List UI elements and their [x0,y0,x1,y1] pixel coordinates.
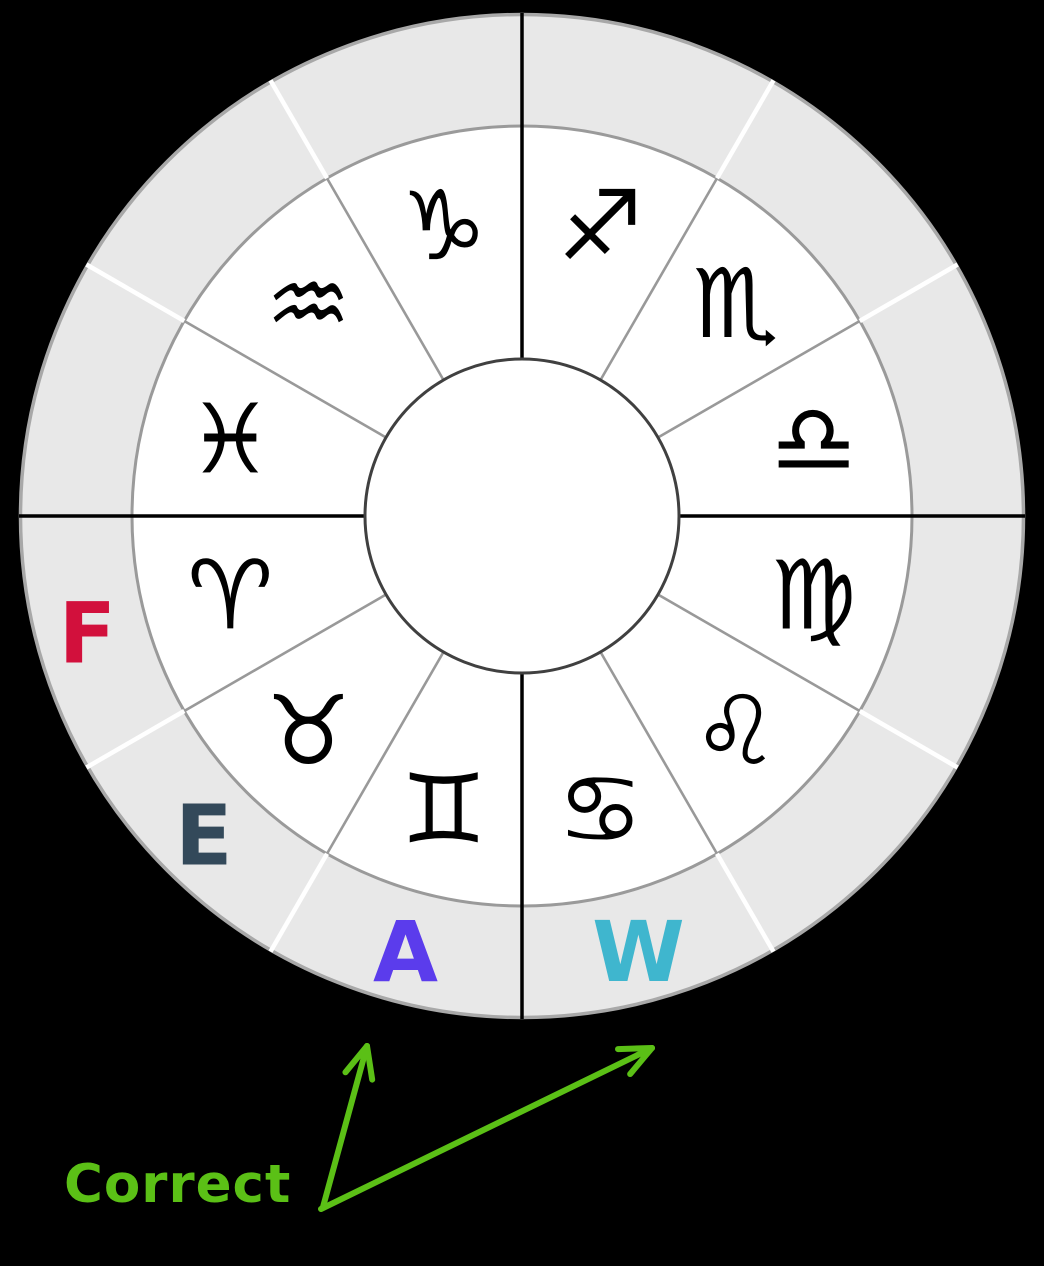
element-letters: F E A W [59,585,685,1001]
zodiac-sign-capricorn-icon: ♑ [401,170,487,282]
center-circle [363,357,681,675]
zodiac-sign-scorpio-icon: ♏ [693,248,779,360]
correct-arrow-2 [318,1045,655,1212]
outer-ring-divider-line [715,79,776,180]
sector-dividers [85,79,959,953]
sector-divider-line [325,177,445,381]
correct-arrow-1 [320,1043,376,1210]
zodiac-sign-leo-icon: ♌ [693,675,779,787]
zodiac-sign-aquarius-icon: ♒ [265,248,351,360]
element-letter-a: A [373,903,438,1001]
zodiac-signs: ♈ ♉ ♊ ♋ ♌ ♍ ♎ ♏ ♐ ♑ ♒ ♓ [187,170,856,865]
outer-ring-divider-line [268,79,329,180]
element-letter-e: E [175,786,232,884]
zodiac-sign-taurus-icon: ♉ [265,675,351,787]
outer-ring-divider-line [85,709,186,770]
sector-divider-line [183,319,387,439]
cardinal-axes [19,13,1025,1019]
element-letter-w: W [592,903,685,1001]
outer-ring-divider-line [85,262,186,323]
sector-divider-line [599,177,719,381]
zodiac-sign-aries-icon: ♈ [187,540,273,652]
outer-ring-divider-line [858,262,959,323]
zodiac-sign-sagittarius-icon: ♐ [557,170,643,282]
sector-divider-line [325,651,445,855]
zodiac-sign-virgo-icon: ♍ [771,540,857,652]
annotation-arrows [318,1043,655,1212]
sector-divider-line [183,593,387,713]
zodiac-sign-cancer-icon: ♋ [557,753,643,865]
outer-ring-divider-line [268,852,329,953]
zodiac-sign-pisces-icon: ♓ [187,383,273,495]
zodiac-sign-libra-icon: ♎ [771,383,857,495]
correct-label: Correct [64,1154,291,1215]
sector-divider-line [657,593,861,713]
element-letter-f: F [59,585,116,683]
outer-ring-divider-line [715,852,776,953]
outer-ring-divider-line [858,709,959,770]
sector-divider-line [599,651,719,855]
zodiac-sign-gemini-icon: ♊ [401,753,487,865]
sector-divider-line [657,319,861,439]
